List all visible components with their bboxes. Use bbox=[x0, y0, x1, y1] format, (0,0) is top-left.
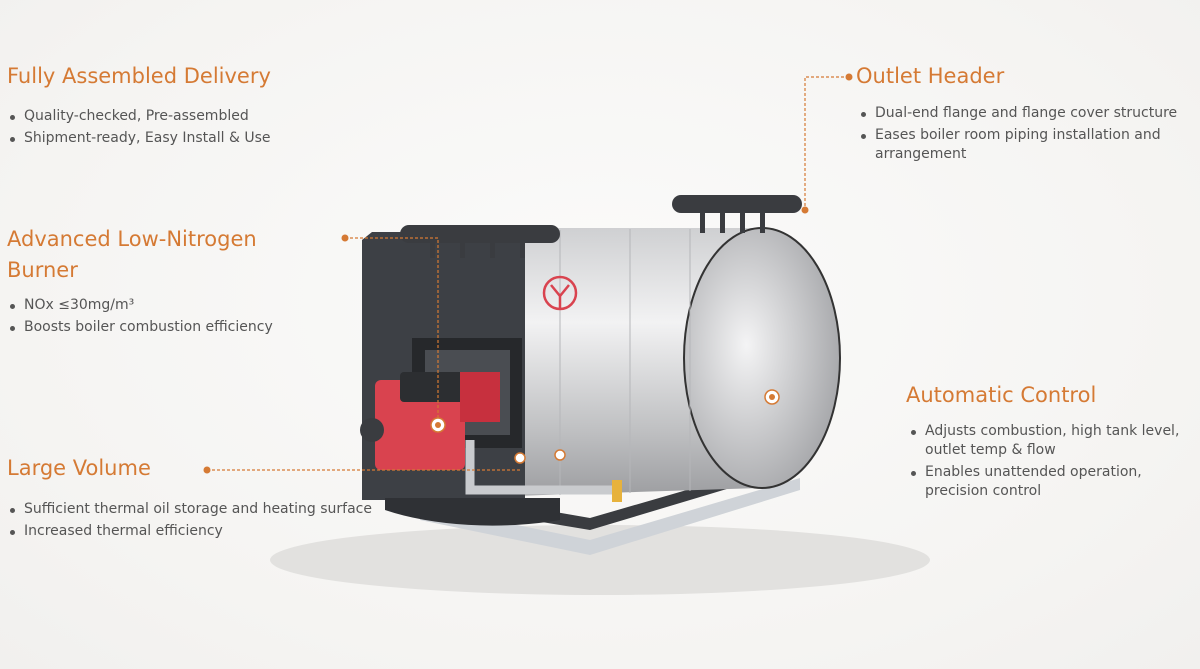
list-item: Eases boiler room piping installation an… bbox=[858, 126, 1175, 164]
outlet-header-pipe bbox=[672, 195, 802, 213]
feature-list-burner: NOx ≤30mg/m³ Boosts boiler combustion ef… bbox=[7, 296, 273, 340]
list-item: Increased thermal efficiency bbox=[7, 522, 372, 541]
feature-list-control: Adjusts combustion, high tank level, out… bbox=[908, 422, 1193, 504]
inlet-header bbox=[400, 225, 560, 243]
feature-title-outlet: Outlet Header bbox=[856, 64, 1005, 88]
base-skid bbox=[420, 478, 800, 555]
feature-title-burner-line1: Advanced Low-Nitrogen bbox=[7, 227, 257, 251]
feature-title-volume: Large Volume bbox=[7, 456, 151, 480]
list-item: NOx ≤30mg/m³ bbox=[7, 296, 273, 315]
feature-title-burner: Advanced Low-Nitrogen Burner bbox=[7, 224, 257, 286]
burner bbox=[375, 380, 465, 470]
list-item: Boosts boiler combustion efficiency bbox=[7, 318, 273, 337]
feature-list-volume: Sufficient thermal oil storage and heati… bbox=[7, 500, 372, 544]
outlet-connector bbox=[804, 76, 849, 210]
list-item: Enables unattended operation, precision … bbox=[908, 463, 1165, 501]
brand-logo-icon bbox=[542, 275, 578, 311]
feature-title-burner-line2: Burner bbox=[7, 258, 78, 282]
feature-list-assembled: Quality-checked, Pre-assembled Shipment-… bbox=[7, 107, 270, 151]
feature-title-control: Automatic Control bbox=[906, 383, 1097, 407]
boiler-end-cap bbox=[683, 227, 841, 489]
list-item: Quality-checked, Pre-assembled bbox=[7, 107, 270, 126]
list-item: Sufficient thermal oil storage and heati… bbox=[7, 500, 372, 519]
floor-shadow bbox=[270, 525, 930, 595]
list-item: Adjusts combustion, high tank level, out… bbox=[908, 422, 1193, 460]
burner-connector bbox=[345, 237, 439, 425]
feature-list-outlet: Dual-end flange and flange cover structu… bbox=[858, 104, 1198, 167]
list-item: Shipment-ready, Easy Install & Use bbox=[7, 129, 270, 148]
list-item: Dual-end flange and flange cover structu… bbox=[858, 104, 1198, 123]
feature-title-assembled: Fully Assembled Delivery bbox=[7, 64, 271, 88]
